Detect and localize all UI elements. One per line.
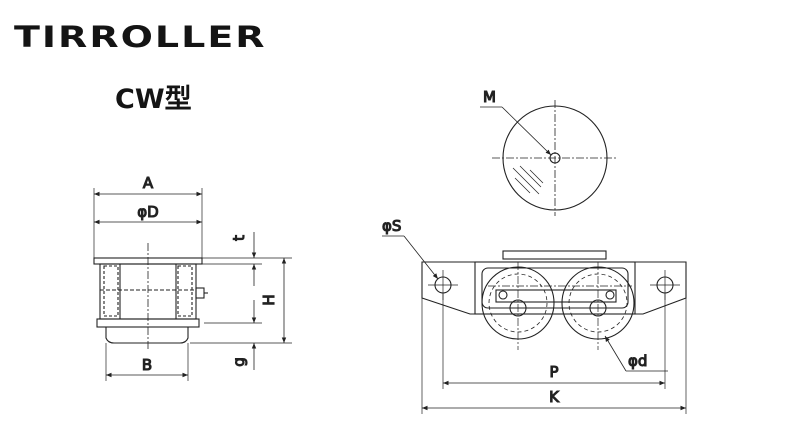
side-view xyxy=(93,188,292,381)
model-title: CW型 xyxy=(115,84,192,115)
dim-label-K: K xyxy=(549,388,560,406)
brand-logo: TIRROLLER xyxy=(14,19,267,54)
dim-label-M: M xyxy=(483,88,496,106)
dim-label-B: B xyxy=(142,356,152,374)
dim-label-P: P xyxy=(549,363,558,381)
dim-label-g: g xyxy=(230,357,248,367)
dim-label-A: A xyxy=(143,174,154,192)
front-view xyxy=(382,235,687,414)
dim-label-t: t xyxy=(230,235,248,241)
dim-label-S: φS xyxy=(382,217,401,235)
dim-label-H: H xyxy=(260,294,278,305)
dim-label-d: φd xyxy=(628,352,647,370)
dim-label-D: φD xyxy=(137,203,158,221)
top-view xyxy=(480,100,618,216)
